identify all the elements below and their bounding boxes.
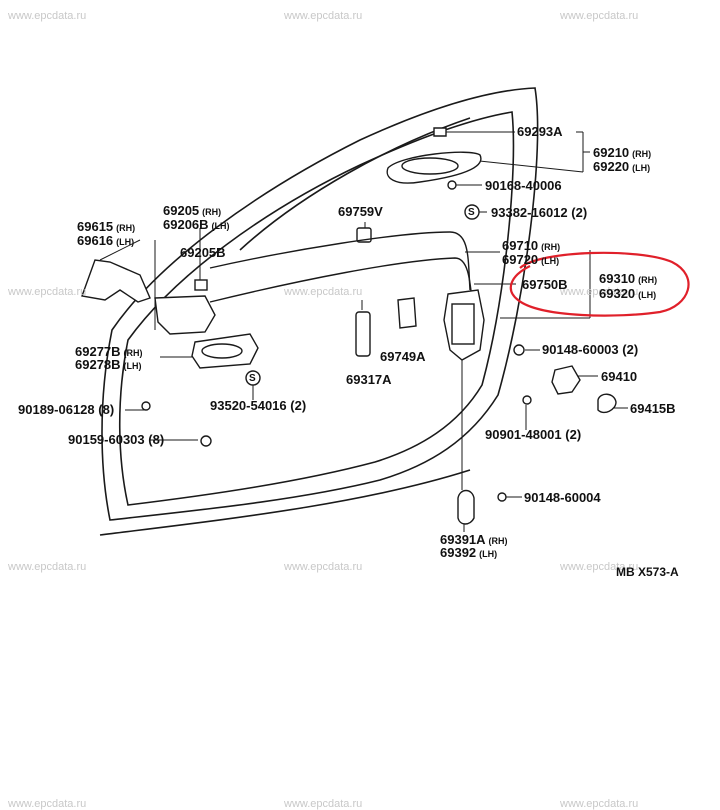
label-69415B: 69415B (630, 401, 676, 416)
screw-90148-60003-part (513, 344, 525, 356)
label-69320: 69320(LH) (599, 286, 657, 301)
bracket-69615-part (81, 259, 151, 303)
label-69410: 69410 (601, 369, 638, 384)
label-69616: 69616(LH) (77, 233, 135, 248)
shim-69415B-part (597, 393, 617, 414)
highlight-circle (509, 251, 690, 317)
inside-handle-bracket-part (154, 295, 216, 335)
clip-69293A-part (433, 127, 447, 137)
watermark: www.epcdata.ru (560, 561, 639, 573)
label-90168-40006: 90168-40006 (485, 178, 562, 193)
watermark: www.epcdata.ru (284, 798, 363, 810)
label-90159-60303: 90159-60303 (8) (68, 432, 165, 447)
check-69391A-part (457, 489, 475, 525)
label-69759V: 69759V (338, 204, 383, 219)
label-90901-48001: 90901-48001 (2) (485, 427, 582, 442)
label-69615: 69615(RH) (77, 219, 136, 234)
washer-93382-part (464, 204, 480, 220)
washer-symbol-93382: S (468, 207, 475, 218)
label-69720: 69720(LH) (502, 252, 560, 267)
label-90148-60003: 90148-60003 (2) (542, 342, 639, 357)
outside-handle-recess (401, 157, 459, 175)
watermark: www.epcdata.ru (284, 286, 363, 298)
watermark: www.epcdata.ru (8, 561, 87, 573)
lock-rod-guide-69749A-part (397, 297, 417, 329)
door-outer-outline (101, 87, 539, 521)
watermark: www.epcdata.ru (8, 798, 87, 810)
label-69277B: 69277B(RH) (75, 344, 143, 359)
screw-90901-part (522, 395, 532, 405)
screw-90168-part (447, 180, 457, 190)
label-90148-60004: 90148-60004 (524, 490, 601, 505)
label-69391A: 69391A(RH) (440, 532, 508, 547)
washer-symbol-93520: S (249, 373, 256, 384)
diagram-code: MB X573-A (616, 565, 679, 579)
door-lock-body (451, 303, 475, 345)
label-69310: 69310(RH) (599, 271, 658, 286)
control-rod-lower (209, 257, 473, 303)
screw-90159-part (200, 435, 212, 447)
label-69710: 69710(RH) (502, 238, 561, 253)
washer-93520-part (245, 370, 261, 386)
label-69205B: 69205B (180, 245, 226, 260)
watermark: www.epcdata.ru (560, 10, 639, 22)
label-69392: 69392(LH) (440, 545, 498, 560)
watermark: www.epcdata.ru (284, 10, 363, 22)
screw-90189-part (141, 401, 151, 411)
control-rod-upper (209, 231, 471, 291)
watermark: www.epcdata.ru (8, 10, 87, 22)
clip-69759V-part (356, 227, 372, 243)
label-69749A: 69749A (380, 349, 426, 364)
inside-handle-grip (201, 343, 243, 359)
label-69317A: 69317A (346, 372, 392, 387)
label-93382-16012: 93382-16012 (2) (491, 205, 588, 220)
watermark: www.epcdata.ru (284, 561, 363, 573)
label-69210: 69210(RH) (593, 145, 652, 160)
watermark: www.epcdata.ru (8, 286, 87, 298)
label-69293A: 69293A (517, 124, 563, 139)
label-69220: 69220(LH) (593, 159, 651, 174)
rod-connector-69205B-part (194, 279, 208, 291)
door-window-frame (239, 117, 471, 251)
label-69205: 69205(RH) (163, 203, 222, 218)
watermark: www.epcdata.ru (560, 798, 639, 810)
screw-90148-60004-part (497, 492, 507, 502)
label-90189-06128: 90189-06128 (8) (18, 402, 115, 417)
door-inner-outline (118, 111, 515, 506)
striker-69410-part (551, 365, 581, 395)
label-69206B: 69206B(LH) (163, 217, 230, 232)
watermark: www.epcdata.ru (560, 286, 639, 298)
label-69278B: 69278B(LH) (75, 357, 142, 372)
label-69750B: 69750B (522, 277, 568, 292)
rod-69317A-part (355, 311, 371, 357)
door-sill-line (99, 469, 471, 536)
label-93520-54016: 93520-54016 (2) (210, 398, 307, 413)
